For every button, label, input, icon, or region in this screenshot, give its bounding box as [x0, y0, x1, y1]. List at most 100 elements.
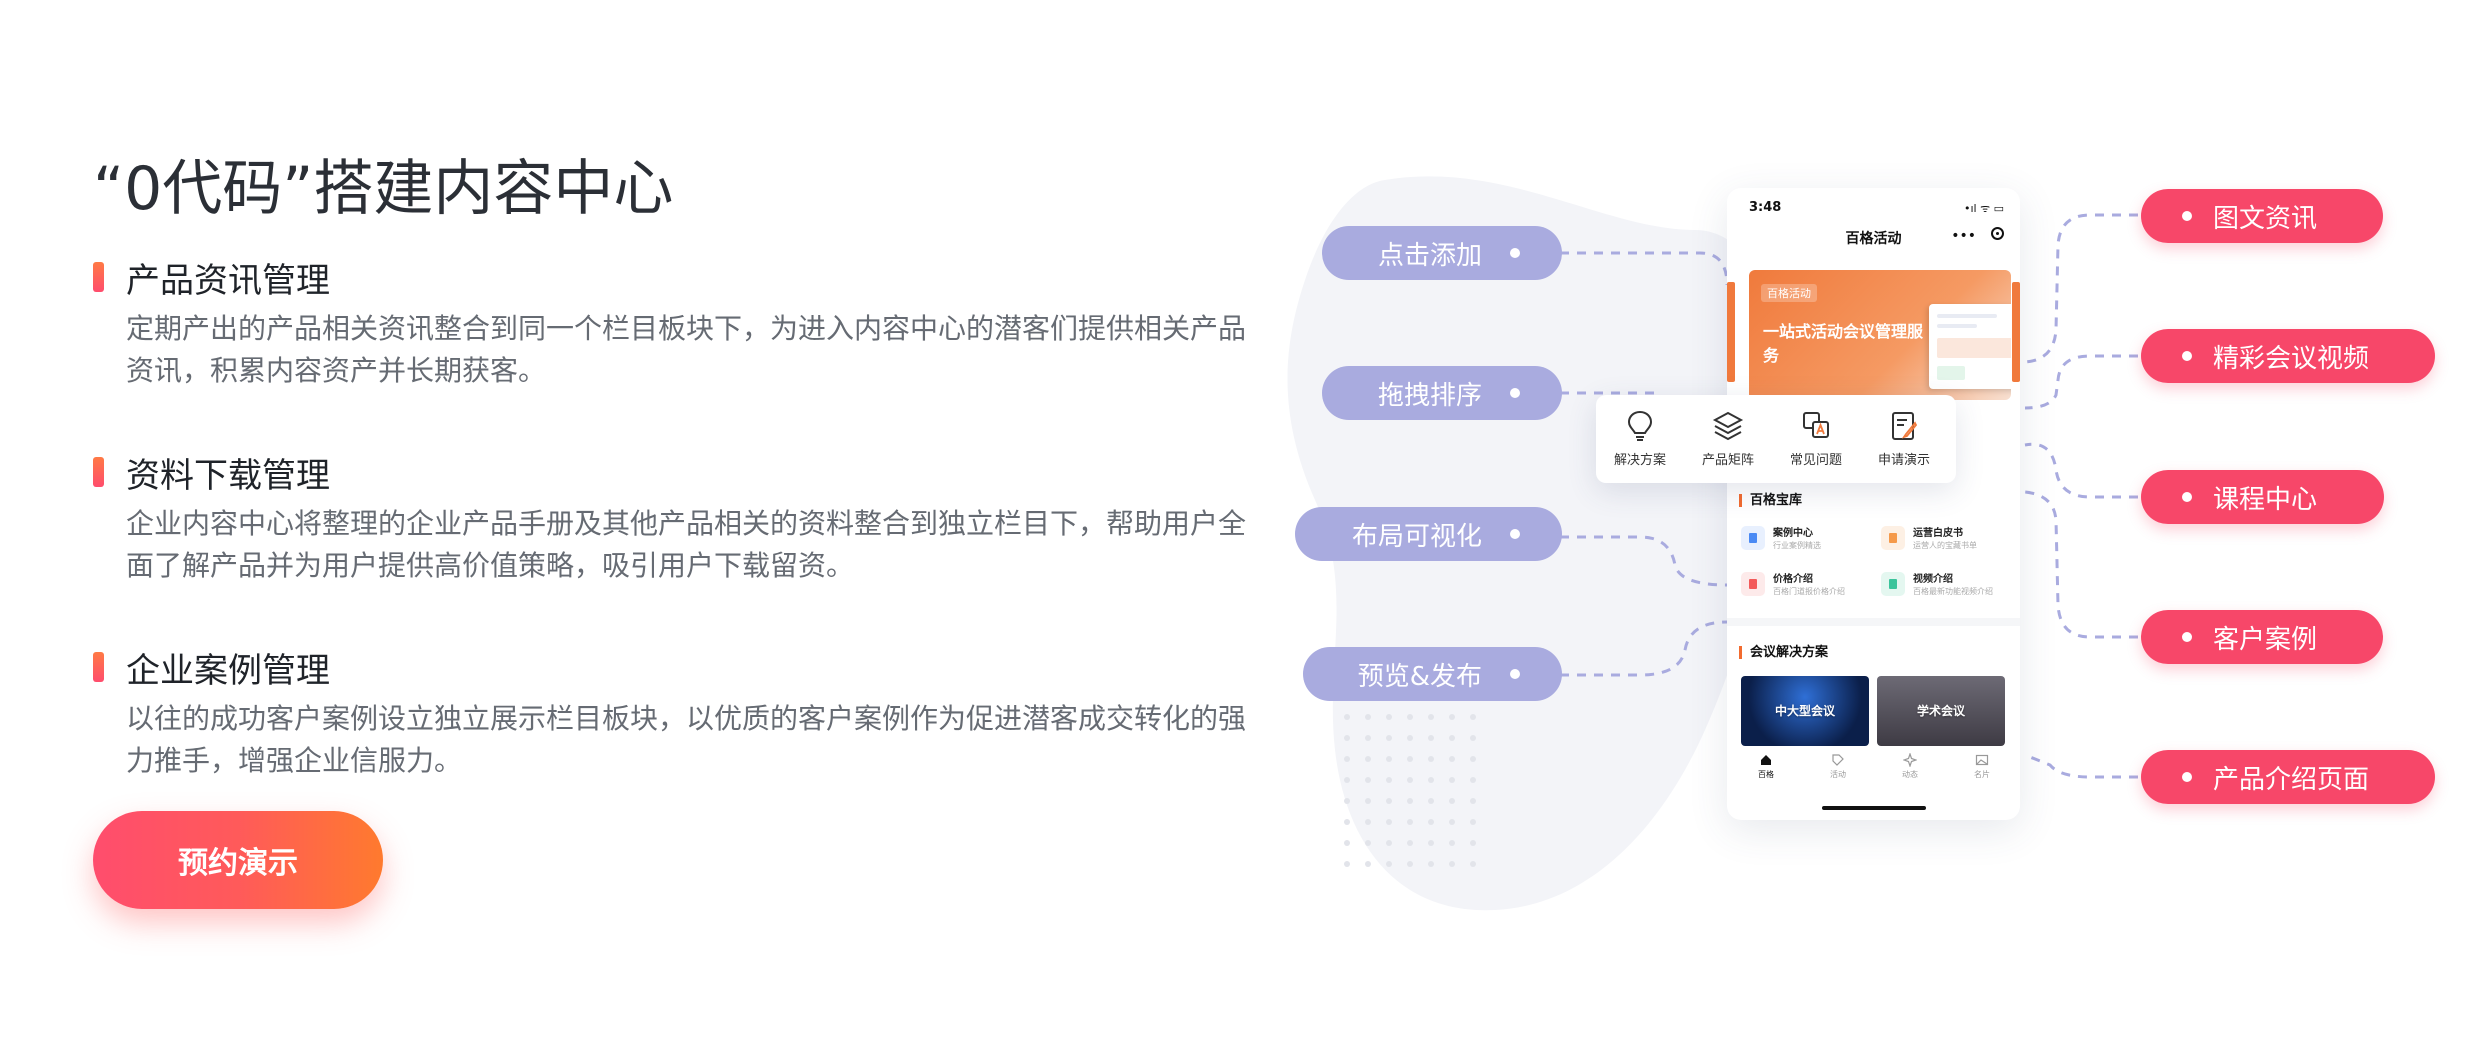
- library-item[interactable]: 视频介绍 百格最新功能视频介绍: [1881, 570, 2011, 604]
- dot-pattern: [1344, 714, 1476, 867]
- decor-dot: [1428, 714, 1434, 720]
- decor-dot: [1386, 714, 1392, 720]
- menu-item-label: 常见问题: [1789, 453, 1842, 468]
- menu-item-products[interactable]: 产品矩阵: [1688, 409, 1768, 468]
- meeting-card-label: 学术会议: [1916, 704, 1965, 718]
- feature-description: 企业内容中心将整理的企业产品手册及其他产品相关的资料整合到独立栏目下，帮助用户全…: [126, 507, 1247, 582]
- tag-label: 课程中心: [2213, 484, 2318, 515]
- tag-label: 预览&发布: [1357, 661, 1482, 692]
- tag-drag-sort: 拖拽排序: [1322, 366, 1562, 420]
- whitepaper-icon: [1881, 526, 1905, 550]
- decor-dot: [1449, 735, 1455, 741]
- library-item[interactable]: 运营白皮书 运营人的宝藏书单: [1881, 524, 2011, 558]
- tag-dot: [1510, 248, 1520, 258]
- meeting-card-label: 中大型会议: [1774, 704, 1835, 718]
- menu-item-demo[interactable]: 申请演示: [1864, 409, 1944, 468]
- decor-dot: [1407, 819, 1413, 825]
- feature-description: 以往的成功客户案例设立独立展示栏目板块，以优质的客户案例作为促进潜客成交转化的强…: [126, 702, 1247, 777]
- tag-label: 产品介绍页面: [2213, 764, 2370, 795]
- tab-events[interactable]: 活动: [1818, 753, 1858, 780]
- decor-dot: [1407, 735, 1413, 741]
- library-item-title: 运营白皮书: [1913, 528, 1963, 539]
- library-item[interactable]: 案例中心 行业案例精选: [1741, 524, 1871, 558]
- book-demo-button[interactable]: 预约演示: [93, 811, 383, 909]
- decor-dot: [1344, 714, 1350, 720]
- case-center-icon: [1741, 526, 1765, 550]
- tab-label: 活动: [1830, 770, 1846, 779]
- decor-dot: [1449, 840, 1455, 846]
- edit-note-icon: [1892, 412, 1918, 440]
- library-item[interactable]: 价格介绍 百格门道报价格介绍: [1741, 570, 1871, 604]
- more-icon[interactable]: •••: [1951, 228, 1976, 244]
- decor-dot: [1365, 840, 1371, 846]
- library-item-subtitle: 百格最新功能视频介绍: [1913, 587, 1993, 596]
- menu-item-label: 申请演示: [1877, 453, 1930, 468]
- decor-dot: [1386, 777, 1392, 783]
- tab-label: 名片: [1974, 770, 1990, 779]
- decor-dot: [1470, 819, 1476, 825]
- library-item-subtitle: 行业案例精选: [1773, 541, 1821, 550]
- tab-feed[interactable]: 动态: [1890, 753, 1930, 780]
- banner-prev-peek: [1727, 282, 1735, 382]
- decor-dot: [1470, 777, 1476, 783]
- page-title: “0代码”搭建内容中心: [93, 154, 674, 225]
- decor-dot: [1365, 756, 1371, 762]
- floating-menu-card: 解决方案 产品矩阵 常见问题 申请演示: [1596, 395, 1956, 483]
- tab-cards[interactable]: 名片: [1962, 753, 2002, 780]
- decor-dot: [1365, 735, 1371, 741]
- decor-dot: [1344, 735, 1350, 741]
- tag-label: 图文资讯: [2213, 203, 2318, 234]
- decor-dot: [1428, 777, 1434, 783]
- decor-dot: [1470, 861, 1476, 867]
- library-item-subtitle: 运营人的宝藏书单: [1913, 541, 1977, 550]
- meeting-card-large[interactable]: 中大型会议: [1741, 676, 1869, 746]
- decor-dot: [1449, 819, 1455, 825]
- tag-customer-cases: 客户案例: [2141, 610, 2383, 664]
- tag-label: 布局可视化: [1351, 521, 1482, 552]
- decor-dot: [1365, 798, 1371, 804]
- feature-title: 企业案例管理: [126, 651, 330, 691]
- decor-dot: [1386, 840, 1392, 846]
- section-divider: [1727, 618, 2020, 626]
- decor-dot: [1365, 861, 1371, 867]
- feature-marker: [93, 652, 104, 682]
- banner[interactable]: 百格活动 一站式活动会议管理服务: [1749, 270, 2011, 400]
- tag-course-center: 课程中心: [2141, 470, 2384, 524]
- banner-text: 一站式活动会议管理服务: [1763, 322, 1924, 365]
- price-icon: [1741, 572, 1765, 596]
- decor-dot: [1449, 861, 1455, 867]
- app-title: 百格活动: [1845, 231, 1902, 247]
- decor-dot: [1407, 777, 1413, 783]
- feature-description: 定期产出的产品相关资讯整合到同一个栏目板块下，为进入内容中心的潜客们提供相关产品…: [126, 312, 1247, 387]
- home-indicator: [1822, 806, 1926, 810]
- tag-icon: [1832, 754, 1844, 766]
- decor-dot: [1344, 840, 1350, 846]
- decor-dot: [1470, 840, 1476, 846]
- library-item-title: 视频介绍: [1913, 574, 1953, 585]
- decor-dot: [1407, 714, 1413, 720]
- tag-label: 点击添加: [1377, 240, 1482, 271]
- decor-dot: [1386, 798, 1392, 804]
- layers-icon: [1712, 411, 1744, 441]
- tag-label: 精彩会议视频: [2213, 343, 2370, 374]
- decor-dot: [1449, 798, 1455, 804]
- menu-item-solutions[interactable]: 解决方案: [1600, 409, 1680, 468]
- tag-dot: [2182, 772, 2192, 782]
- meeting-card-academic[interactable]: 学术会议: [1877, 676, 2005, 746]
- decor-dot: [1365, 714, 1371, 720]
- menu-item-label: 产品矩阵: [1701, 453, 1754, 468]
- tag-dot: [2182, 351, 2192, 361]
- target-icon[interactable]: [1991, 227, 2004, 240]
- tag-label: 拖拽排序: [1377, 380, 1482, 411]
- decor-dot: [1407, 840, 1413, 846]
- phone-mockup: 3:48 •ıl ᯤ ▭ 百格活动 ••• 百格活动 一站式活动会议管理服务 百…: [1727, 188, 2020, 820]
- tab-label: 百格: [1758, 770, 1774, 779]
- status-time: 3:48: [1749, 200, 1782, 215]
- decor-dot: [1344, 777, 1350, 783]
- menu-item-faq[interactable]: 常见问题: [1776, 409, 1856, 468]
- bottom-tab-bar: 百格 活动 动态 名片: [1727, 753, 2020, 793]
- decor-dot: [1344, 798, 1350, 804]
- decor-dot: [1407, 798, 1413, 804]
- tab-home[interactable]: 百格: [1746, 753, 1786, 780]
